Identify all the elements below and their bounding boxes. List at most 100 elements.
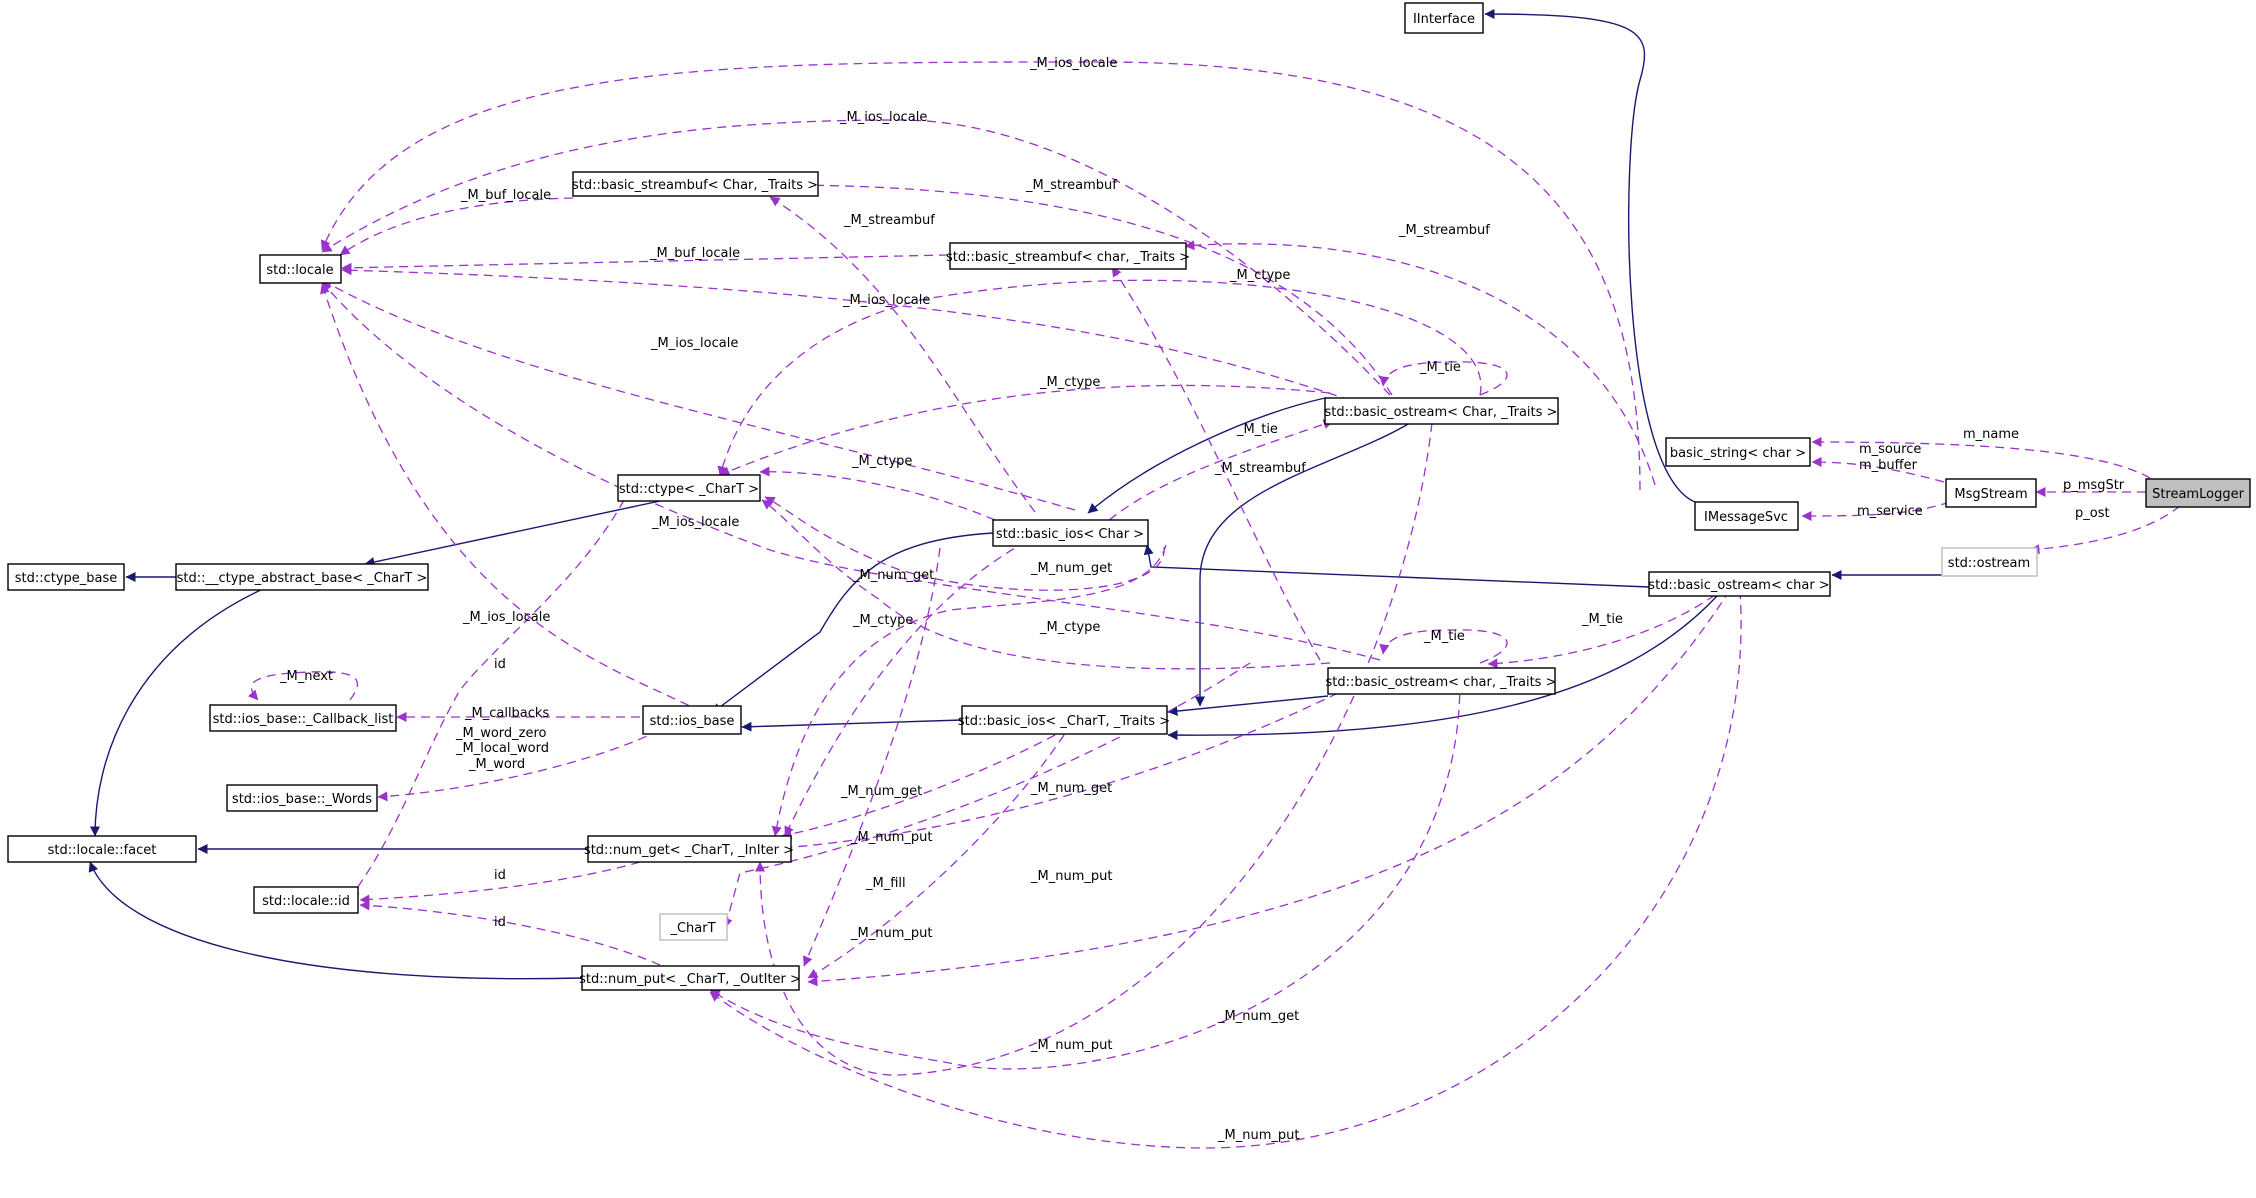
edge-num-put-facet <box>88 861 583 980</box>
edge-ctype-1 <box>719 384 1331 476</box>
edge-num-put-1 <box>803 547 941 967</box>
label-ios-locale-5: _M_ios_locale <box>651 515 739 530</box>
node-basic-streambuf-char[interactable]: std::basic_streambuf< Char, _Traits > <box>572 171 819 197</box>
node-imessagesvc[interactable]: IMessageSvc <box>1694 501 1799 531</box>
edge-bos-char-bios-char <box>1087 397 1326 514</box>
label-buf-locale-1: _M_buf_locale <box>460 188 551 203</box>
label-buf-locale-2: _M_buf_locale <box>649 246 740 261</box>
node-chart[interactable]: _CharT <box>659 913 728 941</box>
node-basic-ios-char[interactable]: std::basic_ios< Char > <box>992 519 1149 547</box>
label-m-service: m_service <box>1857 504 1923 519</box>
label-m-num-put-3: _M_num_put <box>850 926 932 941</box>
node-callback-list[interactable]: std::ios_base::_Callback_list <box>209 704 397 732</box>
edge-num-put-3 <box>807 589 1731 987</box>
edge-streambuf-4 <box>1111 266 1321 661</box>
label-m-num-get-1: _M_num_get <box>852 568 934 583</box>
label-id-2: id <box>494 868 506 883</box>
edge-num-get-2 <box>784 533 1041 837</box>
svg-text:IInterface: IInterface <box>1413 12 1475 27</box>
nodes: IInterface std::locale std::basic_stream… <box>7 2 2251 991</box>
svg-text:std::num_put< _CharT, _OutIter: std::num_put< _CharT, _OutIter > <box>579 972 801 987</box>
node-basic-ostream-lchar[interactable]: std::basic_ostream< char, _Traits > <box>1326 667 1557 695</box>
edge-p-ost <box>2029 505 2181 555</box>
edge-num-get-4 <box>781 692 1339 853</box>
edge-tie-self-1 <box>1379 361 1508 396</box>
label-m-ctype-5: _M_ctype <box>1039 620 1100 635</box>
svg-text:std::ios_base::_Words: std::ios_base::_Words <box>232 792 372 807</box>
svg-text:std::locale::id: std::locale::id <box>262 894 350 909</box>
usage-edges <box>247 61 2181 1149</box>
label-m-ctype-4: _M_ctype <box>852 613 913 628</box>
edge-ios-locale-5 <box>321 281 1381 661</box>
edge-ctype-abstract-facet <box>90 587 266 837</box>
label-m-fill: _M_fill <box>865 876 906 891</box>
edge-buf-locale-1 <box>339 197 574 256</box>
edge-num-put-5 <box>709 589 1742 1149</box>
label-m-num-get-3: _M_num_get <box>840 784 922 799</box>
svg-text:basic_string< char >: basic_string< char > <box>1670 446 1806 461</box>
node-basic-ios-chart[interactable]: std::basic_ios< _CharT, _Traits > <box>958 705 1170 735</box>
svg-text:std::basic_ios< Char >: std::basic_ios< Char > <box>996 527 1144 542</box>
edge-m-name <box>1811 437 2151 479</box>
svg-text:std::__ctype_abstract_base< _C: std::__ctype_abstract_base< _CharT > <box>177 571 428 586</box>
node-std-locale[interactable]: std::locale <box>259 254 342 284</box>
edge-num-get-5 <box>755 422 1433 1076</box>
edge-labels: _M_ios_locale _M_ios_locale _M_buf_local… <box>279 56 2125 1143</box>
node-basic-streambuf-lchar[interactable]: std::basic_streambuf< char, _Traits > <box>946 242 1190 270</box>
node-streamlogger[interactable]: StreamLogger <box>2145 478 2251 508</box>
label-p-ost: p_ost <box>2075 506 2110 521</box>
node-basic-ostream-char-plain[interactable]: std::basic_ostream< char > <box>1648 571 1831 597</box>
label-m-streambuf-1: _M_streambuf <box>1025 178 1117 193</box>
svg-text:std::basic_streambuf< Char, _T: std::basic_streambuf< Char, _Traits > <box>572 178 818 193</box>
node-iinterface[interactable]: IInterface <box>1404 2 1484 34</box>
label-id-1: id <box>494 657 506 672</box>
edge-bos-char-plain-bios-char <box>1143 544 1650 588</box>
node-ctype[interactable]: std::ctype< _CharT > <box>617 474 761 502</box>
label-m-streambuf-4: _M_streambuf <box>1214 461 1306 476</box>
svg-text:std::ostream: std::ostream <box>1948 556 2030 571</box>
node-num-get[interactable]: std::num_get< _CharT, _InIter > <box>584 835 794 863</box>
svg-text:std::basic_ostream< char, _Tra: std::basic_ostream< char, _Traits > <box>1326 675 1557 690</box>
label-m-num-get-2: _M_num_get <box>1030 561 1112 576</box>
svg-text:std::ctype< _CharT >: std::ctype< _CharT > <box>619 482 759 497</box>
svg-text:std::basic_ostream< Char, _Tra: std::basic_ostream< Char, _Traits > <box>1325 405 1558 420</box>
label-m-num-put-4: _M_num_put <box>1030 1038 1112 1053</box>
edge-tie-self-2 <box>1379 629 1508 664</box>
node-locale-facet[interactable]: std::locale::facet <box>7 835 197 863</box>
edge-streambuf-1 <box>777 180 1393 396</box>
svg-text:std::locale::facet: std::locale::facet <box>48 843 157 858</box>
node-ctype-abstract-base[interactable]: std::__ctype_abstract_base< _CharT > <box>175 563 429 591</box>
edge-m-service <box>1801 501 1951 521</box>
label-m-ctype-2: _M_ctype <box>1039 375 1100 390</box>
edge-m-next <box>247 671 359 701</box>
svg-text:std::basic_ostream< char >: std::basic_ostream< char > <box>1648 578 1829 593</box>
node-ios-base[interactable]: std::ios_base <box>642 705 742 735</box>
inheritance-edges <box>88 9 1942 980</box>
node-basic-string-char[interactable]: basic_string< char > <box>1665 437 1811 467</box>
label-m-streambuf-3: _M_streambuf <box>1398 223 1490 238</box>
label-m-ctype-3: _M_ctype <box>851 454 912 469</box>
node-locale-id[interactable]: std::locale::id <box>253 886 359 914</box>
label-m-source-buffer-2: m_buffer <box>1859 458 1918 473</box>
label-ios-locale-6: _M_ios_locale <box>462 610 550 625</box>
label-ios-locale-top: _M_ios_locale <box>1029 56 1117 71</box>
svg-text:std::ctype_base: std::ctype_base <box>15 571 118 586</box>
node-num-put[interactable]: std::num_put< _CharT, _OutIter > <box>579 965 801 991</box>
node-msgstream[interactable]: MsgStream <box>1945 478 2037 508</box>
edge-tie-2 <box>1487 594 1716 669</box>
svg-text:IMessageSvc: IMessageSvc <box>1704 510 1788 525</box>
edge-num-put-4 <box>709 679 1461 1070</box>
label-m-num-put-1: _M_num_put <box>850 830 932 845</box>
edge-bios-chart-ios-base <box>741 719 963 732</box>
node-std-ostream[interactable]: std::ostream <box>1941 547 2038 577</box>
edge-fill <box>722 662 1251 929</box>
node-basic-ostream-char[interactable]: std::basic_ostream< Char, _Traits > <box>1324 397 1559 425</box>
edge-ctype-3 <box>759 466 996 521</box>
node-ctype-base[interactable]: std::ctype_base <box>7 563 125 591</box>
svg-text:std::locale: std::locale <box>266 263 333 278</box>
edge-id-3 <box>359 900 661 966</box>
label-m-source-buffer-1: m_source <box>1859 442 1921 457</box>
node-ios-words[interactable]: std::ios_base::_Words <box>226 784 378 812</box>
svg-text:_CharT: _CharT <box>669 921 715 936</box>
